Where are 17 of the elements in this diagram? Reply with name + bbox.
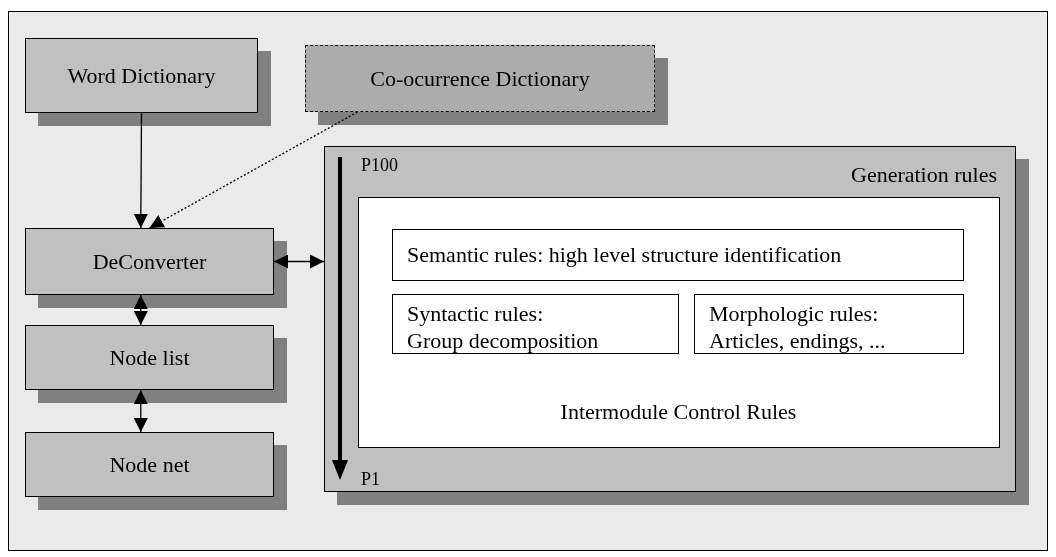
arrow [273,254,325,269]
node-label: Word Dictionary [66,62,217,89]
node-label: Semantic rules: high level structure identification [407,242,842,268]
node-label: Intermodule Control Rules [559,398,798,425]
node-label: Morphologic rules: Articles, endings, ... [709,300,887,354]
arrow [133,112,148,229]
inner-panel [357,196,1000,448]
node-label: Syntactic rules: Group decomposition [407,300,599,354]
node-label: Node list [108,344,191,371]
priority-label: P100 [361,155,398,176]
node-label: DeConverter [91,248,208,275]
node-label: Generation rules [851,162,997,188]
arrow [133,389,148,433]
node-label: Co-ocurrence Dictionary [369,65,591,92]
arrow [133,294,148,326]
priority-label: P1 [361,469,380,490]
node-label: Node net [108,451,191,478]
